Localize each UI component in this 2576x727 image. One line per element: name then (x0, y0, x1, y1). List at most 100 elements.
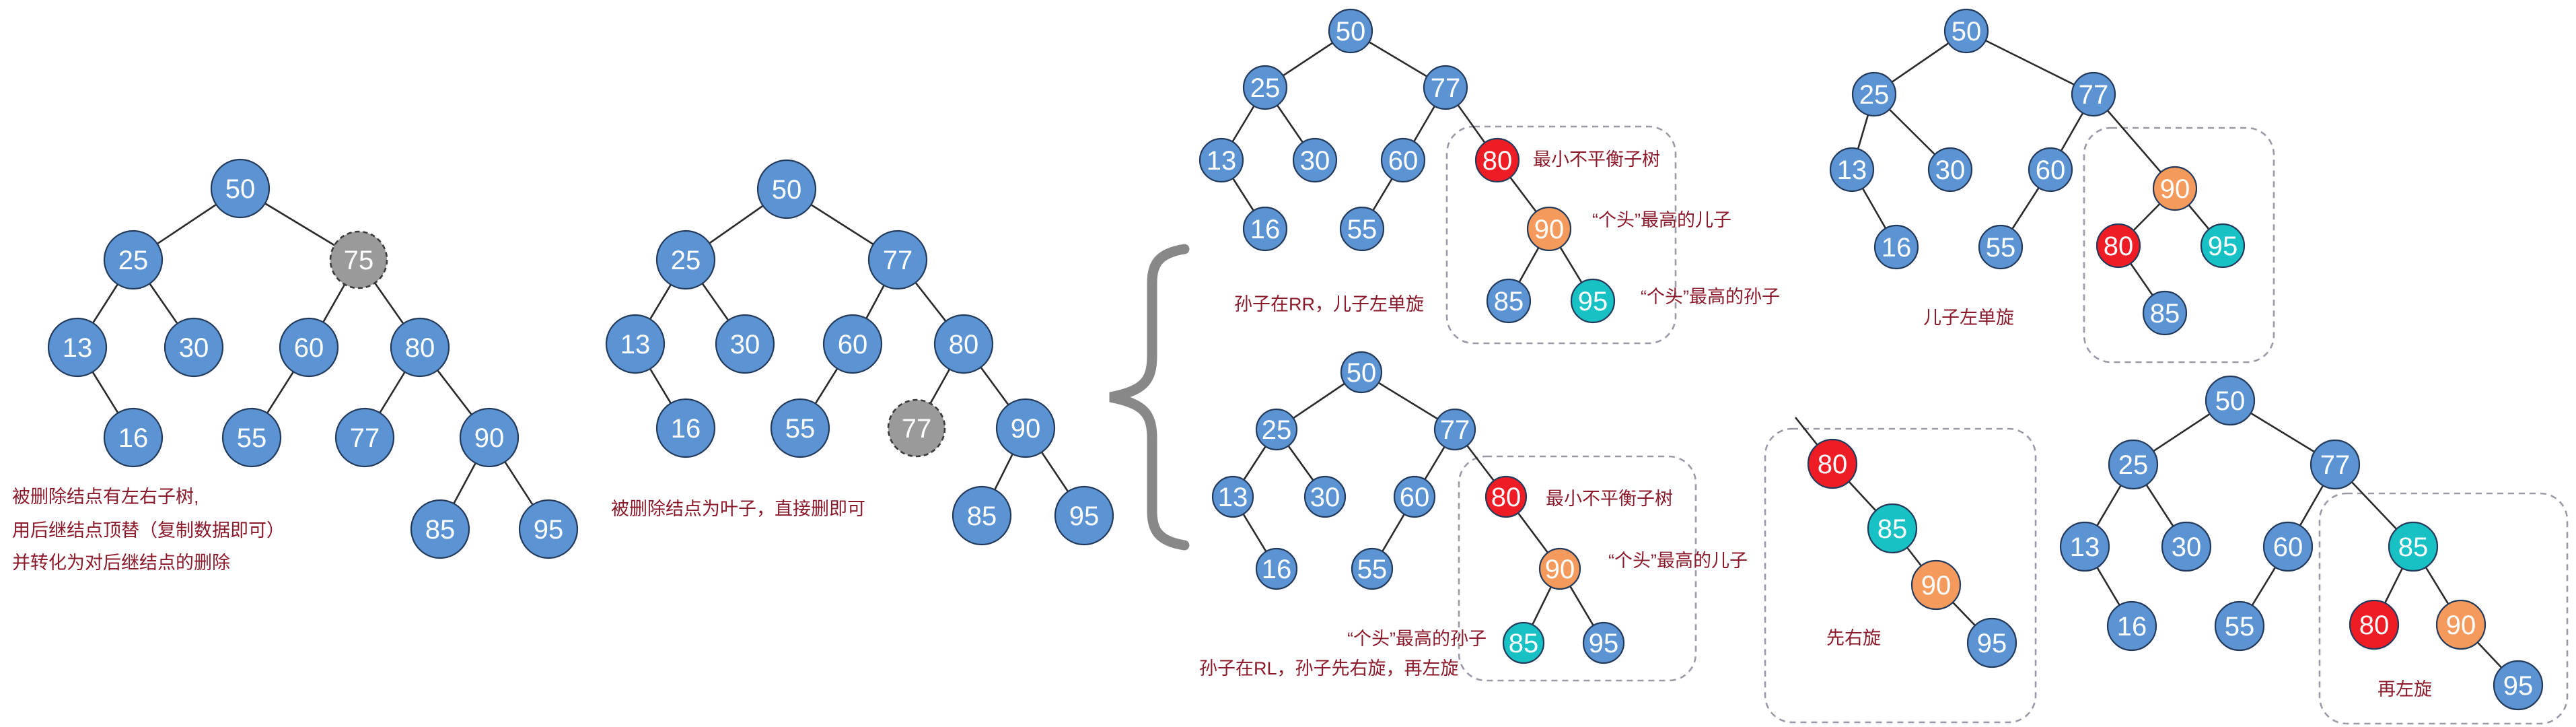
node-label: 90 (1534, 215, 1565, 244)
node-circle (1340, 351, 1383, 394)
tree-node-55: 55 (1978, 224, 2024, 270)
tree-node-95: 95 (1570, 278, 1616, 324)
node-label: 55 (1347, 215, 1378, 244)
label-rl-tallest-grandchild: “个头”最高的孙子 (1347, 629, 1487, 649)
node-circle (2028, 147, 2073, 193)
tree-edge (1966, 30, 2094, 96)
tree-node-85: 85 (1502, 621, 1545, 664)
node-label: 80 (949, 330, 979, 359)
node-circle (1502, 621, 1545, 664)
node-circle (2262, 521, 2314, 572)
node-label: 95 (1578, 287, 1608, 316)
tree-node-80: 80 (2096, 223, 2141, 269)
node-label: 16 (2117, 612, 2147, 642)
node-label: 13 (1837, 155, 1867, 185)
label-rr-tallest-grandchild: “个头”最高的孙子 (1641, 287, 1780, 307)
node-label: 16 (1250, 215, 1281, 244)
tree-node-25: 25 (655, 230, 716, 290)
node-label: 90 (2160, 174, 2190, 204)
node-label: 77 (902, 414, 932, 444)
tree-node-60: 60 (279, 317, 339, 378)
tree-node-55: 55 (1351, 547, 1394, 590)
tree-node-80: 80 (390, 317, 450, 378)
node-circle (2349, 599, 2400, 650)
tree-node-25: 25 (1242, 65, 1288, 110)
label-rl-left-rotate: 再左旋 (2377, 679, 2432, 699)
node-label: 85 (1494, 287, 1524, 316)
tree-node-80: 80 (1807, 438, 1858, 489)
tree-node-16: 16 (1242, 206, 1288, 252)
node-label: 55 (1986, 233, 2016, 263)
tree-node-30: 30 (1927, 147, 1973, 193)
node-circle (1242, 65, 1288, 110)
node-label: 50 (1347, 358, 1377, 388)
node-label: 80 (405, 333, 435, 363)
tree-node-16: 16 (2106, 600, 2157, 652)
node-label: 80 (1491, 483, 1522, 512)
node-circle (1211, 475, 1254, 518)
tree-node-60: 60 (2262, 521, 2314, 572)
node-label: 30 (1935, 155, 1966, 185)
node-circle (867, 230, 928, 290)
node-label: 80 (1818, 450, 1848, 479)
tree-node-90: 90 (2435, 599, 2486, 650)
node-circle (2106, 600, 2157, 652)
node-circle (2071, 71, 2116, 117)
node-circle (1867, 503, 1918, 554)
node-label: 30 (179, 333, 209, 363)
label-rl-unbalanced: 最小不平衡子树 (1546, 489, 1673, 509)
tree-node-25: 25 (1255, 408, 1298, 451)
node-label: 77 (883, 246, 913, 275)
node-circle (1328, 8, 1373, 54)
node-label: 80 (2359, 611, 2390, 640)
tree-node-50: 50 (1340, 351, 1383, 394)
label-rl-right-rotate: 先右旋 (1826, 628, 1881, 648)
tree-node-75: 75 (329, 230, 388, 289)
node-circle (1054, 485, 1114, 546)
node-circle (2310, 439, 2361, 490)
node-circle (1255, 547, 1298, 590)
tree-node-95: 95 (1054, 485, 1114, 546)
tree-node-16: 16 (1255, 547, 1298, 590)
tree-node-77: 77 (334, 407, 395, 468)
tree-node-16: 16 (655, 398, 716, 458)
tree-node-77: 77 (2071, 71, 2116, 117)
tree-node-90: 90 (2152, 166, 2198, 211)
node-circle (1303, 475, 1347, 518)
node-circle (2142, 290, 2188, 336)
node-circle (221, 407, 282, 468)
node-label: 55 (785, 414, 816, 444)
node-label: 60 (294, 333, 324, 363)
node-label: 95 (1069, 501, 1100, 531)
tree-node-30: 30 (164, 317, 224, 378)
tree-node-25: 25 (1851, 71, 1897, 117)
tree-node-13: 13 (1198, 137, 1244, 183)
node-label: 25 (118, 246, 149, 275)
node-label: 16 (671, 414, 701, 444)
node-label: 55 (2225, 612, 2255, 642)
node-label: 16 (1882, 233, 1912, 263)
label-rl-tallest-child: “个头”最高的儿子 (1608, 551, 1748, 571)
node-label: 85 (1509, 629, 1539, 658)
node-circle (2096, 223, 2141, 269)
label-delete-two-children-1: 被删除结点有左右子树, (12, 487, 199, 507)
rl-left-rotate-box (2318, 492, 2569, 725)
node-label: 95 (2503, 671, 2534, 701)
node-circle (995, 398, 1056, 458)
node-circle (605, 314, 666, 374)
node-label: 90 (474, 423, 505, 453)
node-circle (1423, 65, 1468, 110)
label-rr-unbalanced: 最小不平衡子树 (1533, 149, 1660, 170)
node-label: 30 (730, 330, 760, 359)
tree-node-95: 95 (518, 499, 579, 559)
node-label: 25 (671, 246, 701, 275)
node-label: 13 (620, 330, 651, 359)
tree-node-80: 80 (2349, 599, 2400, 650)
node-label: 77 (1440, 415, 1470, 445)
node-circle (770, 398, 830, 458)
node-label: 30 (1310, 483, 1340, 512)
node-circle (47, 317, 108, 378)
tree-node-30: 30 (715, 314, 775, 374)
rr-result-subtree-box (2083, 127, 2275, 364)
